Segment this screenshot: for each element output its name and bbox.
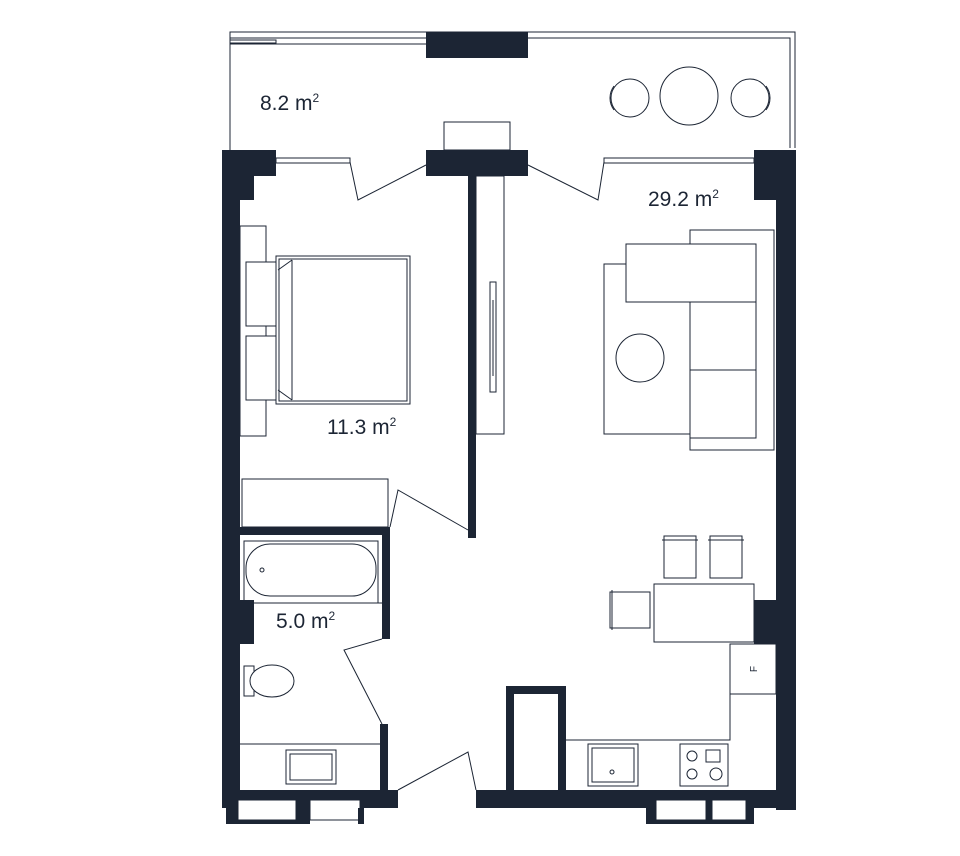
kitchen-sink-basin bbox=[591, 747, 635, 783]
cooktop-burner-4 bbox=[709, 767, 723, 781]
bedroom-area: 11.3 m bbox=[327, 416, 390, 439]
kitchen: F bbox=[566, 643, 777, 787]
left-wall-notch bbox=[240, 176, 254, 200]
bottom-window-left-end bbox=[358, 808, 364, 824]
bathroom-right-wall-upper bbox=[382, 527, 390, 639]
sofa-chaise bbox=[625, 243, 757, 303]
bathroom-sink-outer bbox=[285, 749, 337, 785]
dining-chair-1 bbox=[663, 535, 697, 579]
living-wardrobe bbox=[475, 175, 505, 435]
cooktop bbox=[679, 743, 729, 787]
dining-chair-2 bbox=[709, 535, 743, 579]
bedroom-door bbox=[389, 489, 469, 531]
balcony-doors bbox=[275, 157, 755, 201]
balcony-area-label: 8.2 m2 bbox=[260, 91, 320, 115]
cooktop-burner-2 bbox=[705, 749, 721, 763]
nightstand-top bbox=[245, 261, 281, 327]
living-area-unit: 2 bbox=[712, 187, 719, 201]
bathtub-drain bbox=[259, 567, 265, 573]
top-right-corner bbox=[754, 150, 796, 200]
balcony-chair-left-back bbox=[609, 85, 615, 111]
bathroom-sink-basin bbox=[289, 753, 333, 781]
bedroom-living-wall bbox=[468, 176, 476, 538]
living-window bbox=[603, 157, 755, 164]
bottom-window-left-glass-2 bbox=[309, 799, 361, 821]
right-wall bbox=[776, 150, 796, 810]
coffee-table bbox=[615, 333, 665, 383]
kitchen-sink-drain bbox=[609, 769, 615, 775]
sliding-door-panel bbox=[489, 281, 497, 393]
cooktop-burner-1 bbox=[686, 750, 698, 762]
fridge bbox=[729, 643, 777, 695]
bottom-window-left-mullion bbox=[300, 808, 310, 824]
balcony-chair-right-back bbox=[765, 85, 771, 111]
dining-chair-3 bbox=[609, 591, 651, 629]
fridge-label: F bbox=[749, 666, 760, 672]
kitchen-partition-right bbox=[558, 686, 566, 790]
bottom-window-right-glass bbox=[655, 799, 707, 821]
balcony-rail-detail bbox=[229, 39, 277, 44]
headboard-shelf bbox=[239, 225, 267, 437]
kitchen-partition-left bbox=[506, 686, 514, 790]
sofa-cushion-2 bbox=[689, 369, 757, 439]
entrance-door bbox=[397, 751, 477, 791]
top-left-corner bbox=[222, 150, 276, 176]
bottom-right-wall bbox=[476, 790, 796, 808]
bathroom-area-label: 5.0 m2 bbox=[276, 609, 336, 633]
balcony-divider bbox=[443, 121, 511, 151]
bed bbox=[275, 255, 411, 405]
bathtub bbox=[245, 543, 377, 597]
living-area-label: 29.2 m2 bbox=[648, 187, 719, 211]
balcony-area-unit: 2 bbox=[313, 91, 320, 105]
bed-pillows bbox=[277, 259, 293, 401]
living-balcony-door bbox=[527, 161, 605, 201]
nightstand-bottom bbox=[245, 335, 281, 401]
balcony-chair-right bbox=[730, 78, 770, 118]
balcony-table bbox=[659, 66, 719, 126]
toilet-bowl bbox=[249, 664, 295, 698]
bottom-window-right-glass-2 bbox=[711, 799, 747, 821]
bedroom-wardrobe bbox=[241, 478, 389, 528]
living-area: 29.2 m bbox=[648, 188, 712, 211]
cooktop-burner-3 bbox=[686, 768, 698, 780]
bathroom: 5.0 m2 bbox=[240, 540, 383, 785]
bedroom-area-unit: 2 bbox=[390, 415, 397, 429]
balcony-area: 8.2 m bbox=[260, 92, 313, 115]
bathroom-door bbox=[343, 638, 383, 725]
right-wall-notch bbox=[754, 600, 776, 644]
balcony bbox=[229, 31, 796, 151]
balcony-railing-inner bbox=[230, 37, 791, 148]
bed-inner bbox=[278, 258, 408, 402]
top-center-wall bbox=[426, 150, 528, 176]
kitchen-sink-outer bbox=[587, 743, 639, 787]
bathroom-area: 5.0 m bbox=[276, 610, 329, 633]
living-room: 29.2 m2 bbox=[475, 175, 775, 643]
kitchen-partition-top bbox=[506, 686, 566, 694]
bottom-window-left-glass bbox=[237, 799, 297, 821]
bedroom-window bbox=[275, 157, 351, 164]
kitchen-counter bbox=[566, 694, 731, 741]
balcony-pillar bbox=[426, 32, 528, 58]
bedroom: 11.3 m2 bbox=[239, 225, 469, 531]
walls bbox=[222, 150, 796, 824]
bathroom-right-wall-lower bbox=[380, 724, 388, 800]
dining-table bbox=[653, 583, 755, 643]
bedroom-balcony-door bbox=[349, 161, 427, 201]
balcony-chair-left bbox=[610, 78, 650, 118]
bathroom-top-wall bbox=[240, 527, 390, 535]
bathroom-area-unit: 2 bbox=[329, 609, 336, 623]
bedroom-area-label: 11.3 m2 bbox=[327, 415, 397, 439]
left-wall-notch-bath bbox=[240, 600, 254, 644]
left-wall bbox=[222, 150, 240, 800]
